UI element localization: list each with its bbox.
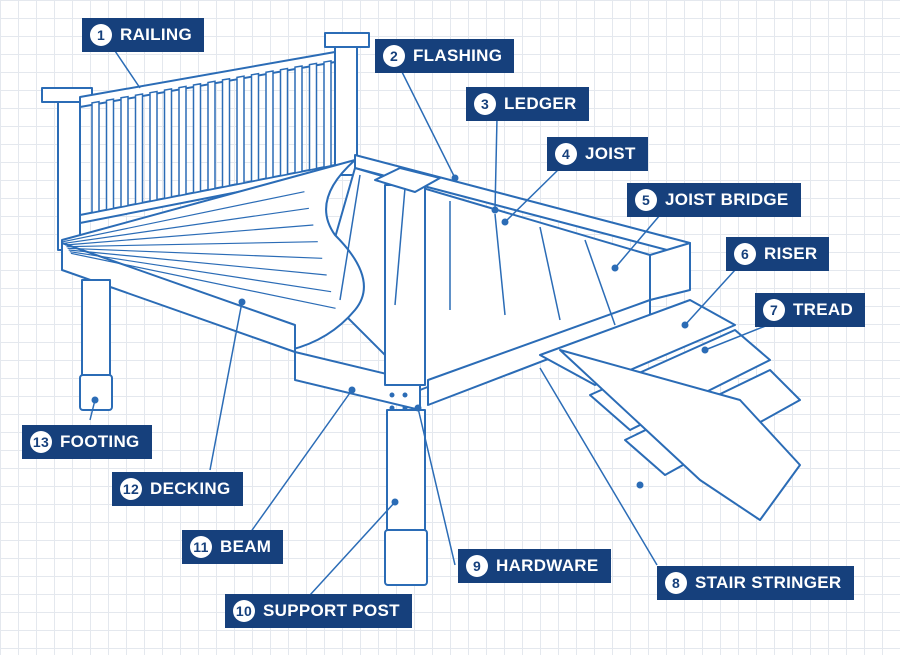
deck-board-line [66, 241, 318, 248]
label-flashing: 2 FLASHING [375, 39, 515, 73]
label-text: SUPPORT POST [263, 601, 400, 620]
joist-line [584, 239, 616, 326]
baluster [192, 82, 202, 194]
joist-line [539, 226, 561, 321]
label-stair-stringer: 8 STAIR STRINGER [657, 566, 854, 600]
label-hardware: 9 HARDWARE [458, 549, 611, 583]
label-text: FOOTING [60, 432, 140, 451]
baluster [178, 85, 187, 197]
label-number: 8 [665, 572, 687, 594]
label-text: BEAM [220, 537, 272, 556]
right-footing [384, 529, 428, 586]
railing-balusters [91, 59, 332, 214]
railing-top-rail [79, 51, 336, 108]
baluster [250, 72, 260, 183]
label-text: JOIST [585, 144, 636, 163]
label-text: DECKING [150, 479, 231, 498]
label-number: 1 [90, 24, 112, 46]
joist-line [339, 174, 361, 301]
label-number: 9 [466, 555, 488, 577]
label-footing: 13 FOOTING [22, 425, 152, 459]
leader-dots [91, 174, 709, 506]
label-text: LEDGER [504, 94, 577, 113]
label-tread: 7 TREAD [755, 293, 866, 327]
joist-line [494, 213, 506, 316]
deck-board-line [67, 247, 323, 259]
joist-lines [339, 174, 616, 326]
label-text: TREAD [793, 300, 854, 319]
deck-board-line [70, 252, 336, 309]
label-joist: 4 JOIST [547, 137, 648, 171]
decking-board-lines [62, 191, 336, 309]
back-right-post [334, 44, 358, 176]
baluster [265, 70, 274, 180]
support-post-shape [386, 409, 426, 531]
label-number: 12 [120, 478, 142, 500]
baluster [279, 67, 289, 177]
label-decking: 12 DECKING [112, 472, 243, 506]
label-ledger: 3 LEDGER [466, 87, 589, 121]
front-post [384, 184, 426, 386]
left-leg [81, 279, 111, 376]
label-number: 2 [383, 45, 405, 67]
label-number: 4 [555, 143, 577, 165]
label-text: HARDWARE [496, 556, 599, 575]
baluster [120, 95, 129, 208]
label-number: 11 [190, 536, 212, 558]
label-text: STAIR STRINGER [695, 573, 842, 592]
right-rim [649, 242, 691, 301]
baluster [163, 88, 173, 200]
leader-lines [89, 47, 769, 596]
back-right-post-cap [324, 32, 370, 48]
label-riser: 6 RISER [726, 237, 830, 271]
decking-surface [61, 159, 365, 351]
baluster [105, 98, 115, 211]
label-text: RAILING [120, 25, 192, 44]
front-post-cap [374, 167, 441, 193]
deck-board-line [68, 249, 327, 276]
baluster [207, 80, 216, 191]
deck-board-line [64, 207, 309, 244]
deck-board-line [62, 191, 305, 243]
label-number: 10 [233, 600, 255, 622]
label-number: 3 [474, 93, 496, 115]
baluster [308, 62, 318, 171]
deck-board-line [65, 224, 314, 246]
left-footing [79, 374, 113, 411]
label-number: 7 [763, 299, 785, 321]
label-beam: 11 BEAM [182, 530, 284, 564]
label-number: 6 [734, 243, 756, 265]
deck-board-line [69, 251, 332, 293]
label-joist-bridge: 5 JOIST BRIDGE [627, 183, 801, 217]
label-text: FLASHING [413, 46, 503, 65]
label-support-post: 10 SUPPORT POST [225, 594, 412, 628]
label-text: RISER [764, 244, 818, 263]
baluster [149, 90, 158, 203]
back-left-post [57, 99, 81, 251]
stair-stringer-shape [559, 349, 801, 521]
label-railing: 1 RAILING [82, 18, 204, 52]
baluster [91, 100, 100, 214]
label-text: JOIST BRIDGE [665, 190, 789, 209]
baluster [221, 77, 231, 188]
baluster [323, 59, 332, 169]
label-number: 13 [30, 431, 52, 453]
baluster [134, 93, 144, 206]
baluster [294, 65, 303, 174]
baluster [236, 75, 245, 186]
joist-line [394, 187, 406, 306]
label-number: 5 [635, 189, 657, 211]
